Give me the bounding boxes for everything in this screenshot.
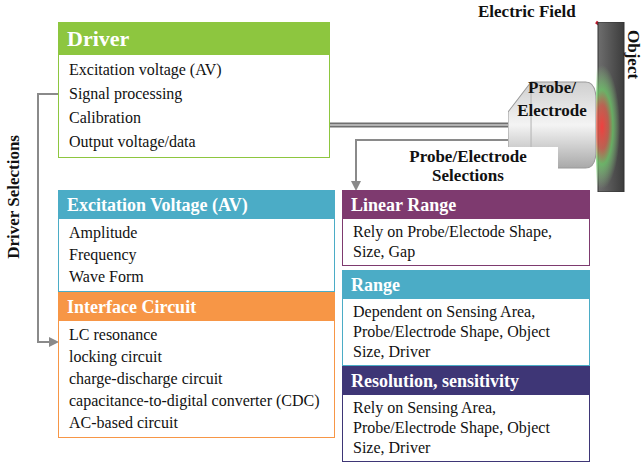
section-item: LC resonance	[59, 321, 334, 346]
electric-field-glow	[596, 65, 620, 189]
section-item: Dependent on Sensing Area, Probe/Electro…	[343, 299, 589, 365]
edge-label: Probe/Electrode Selections	[378, 147, 558, 185]
section-heading: Excitation Voltage (AV)	[59, 191, 334, 219]
object-plate: Object	[596, 22, 642, 192]
section-item: Frequency	[59, 244, 334, 266]
section-item: Excitation voltage (AV)	[59, 55, 329, 82]
section-box: Interface CircuitLC resonancelocking cir…	[58, 292, 335, 438]
section-item: Rely on Sensing Area, Probe/Electrode Sh…	[343, 395, 589, 461]
section-box: RangeDependent on Sensing Area, Probe/El…	[342, 270, 590, 366]
selection-arrow	[38, 94, 58, 342]
section-box: Excitation Voltage (AV)AmplitudeFrequenc…	[58, 190, 335, 292]
section-heading: Interface Circuit	[59, 293, 334, 321]
section-item: AC-based circuit	[59, 412, 334, 437]
object-label: Object	[625, 30, 641, 79]
section-item: Output voltage/data	[59, 130, 329, 157]
annotation-label: Electric Field	[478, 2, 576, 21]
section-item: Rely on Probe/Electode Shape, Size, Gap	[343, 219, 589, 265]
probe-label: Probe/ Electrode	[508, 76, 596, 122]
section-heading: Resolution, sensitivity	[343, 367, 589, 395]
section-item: Amplitude	[59, 219, 334, 244]
section-item: Calibration	[59, 106, 329, 130]
section-box: DriverExcitation voltage (AV)Signal proc…	[58, 22, 330, 158]
section-box: Linear RangeRely on Probe/Electode Shape…	[342, 190, 590, 266]
section-item: capacitance-to-digital converter (CDC)	[59, 390, 334, 412]
section-item: locking circuit	[59, 346, 334, 368]
section-box: Resolution, sensitivityRely on Sensing A…	[342, 366, 590, 462]
section-item: Wave Form	[59, 266, 334, 291]
section-heading: Driver	[59, 23, 329, 55]
section-item: charge-discharge circuit	[59, 368, 334, 390]
edge-label: Driver Selections	[4, 135, 24, 259]
section-heading: Range	[343, 271, 589, 299]
probe-cable	[330, 123, 508, 128]
section-heading: Linear Range	[343, 191, 589, 219]
section-item: Signal processing	[59, 82, 329, 106]
cable-highlight	[330, 124, 508, 126]
